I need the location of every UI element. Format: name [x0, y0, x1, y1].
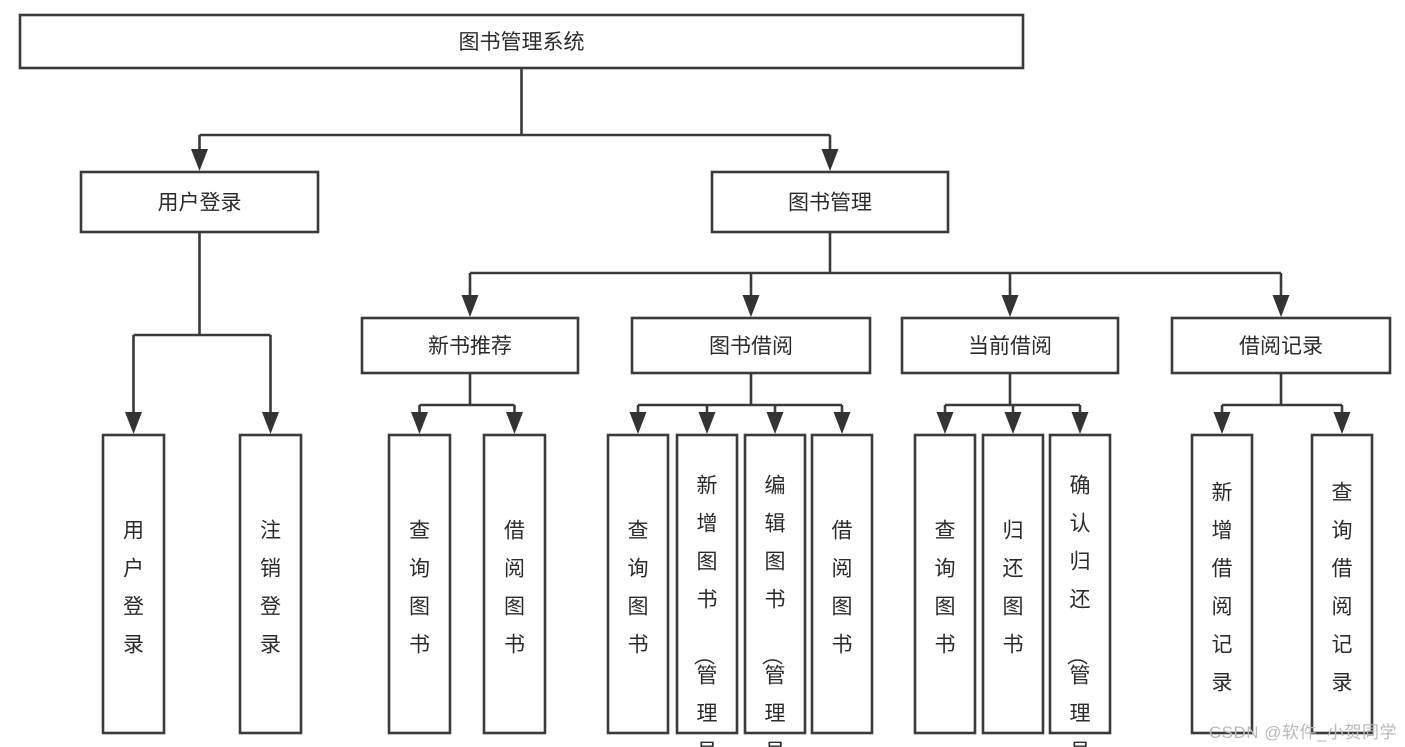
- arrowhead-icon: [821, 149, 839, 171]
- node-label: 新增图书（管理员）: [692, 475, 718, 747]
- arrowhead-icon: [766, 412, 784, 434]
- node-label: 注销登录: [260, 520, 281, 657]
- node-l3_3[interactable]: 借阅图书: [482, 433, 547, 735]
- arrowhead-icon: [1004, 412, 1022, 434]
- node-l1_0[interactable]: 用户登录: [79, 170, 320, 234]
- node-label: 归还图书: [1003, 520, 1024, 657]
- node-box: [981, 433, 1045, 735]
- connector-layer: [125, 68, 1351, 434]
- node-l3_2[interactable]: 查询图书: [387, 433, 452, 735]
- node-label: 用户登录: [123, 520, 144, 657]
- watermark-text: CSDN @软件_小贺同学: [1208, 723, 1397, 742]
- node-l3_7[interactable]: 借阅图书: [810, 433, 874, 735]
- node-box: [1310, 433, 1374, 735]
- node-label: 当前借阅: [968, 335, 1052, 358]
- node-box: [18, 13, 1025, 70]
- node-box: [238, 433, 303, 735]
- arrowhead-icon: [191, 149, 208, 171]
- node-l3_10[interactable]: 确认归还（管理员）: [1048, 433, 1112, 747]
- node-l3_5[interactable]: 新增图书（管理员）: [675, 433, 739, 747]
- arrowhead-icon: [1272, 295, 1290, 317]
- node-l2_3[interactable]: 借阅记录: [1170, 316, 1392, 375]
- node-l3_11[interactable]: 新增借阅记录: [1190, 433, 1254, 735]
- node-l2_1[interactable]: 图书借阅: [630, 316, 872, 375]
- node-label: 图书管理系统: [459, 31, 585, 54]
- node-box: [101, 433, 166, 735]
- node-l2_2[interactable]: 当前借阅: [900, 316, 1120, 375]
- arrowhead-icon: [1213, 412, 1231, 434]
- node-box: [606, 433, 670, 735]
- arrowhead-icon: [629, 412, 647, 434]
- node-box: [630, 316, 872, 375]
- arrowhead-icon: [1071, 412, 1089, 434]
- node-l2_0[interactable]: 新书推荐: [360, 316, 580, 375]
- node-label: 新书推荐: [428, 335, 512, 358]
- node-box: [387, 433, 452, 735]
- node-box: [810, 433, 874, 735]
- node-l3_0[interactable]: 用户登录: [101, 433, 166, 735]
- node-label: 编辑图书（管理员）: [760, 475, 786, 747]
- node-label: 图书借阅: [709, 335, 793, 358]
- node-box: [1048, 433, 1112, 735]
- node-label: 借阅图书: [504, 520, 525, 657]
- node-l3_8[interactable]: 查询图书: [913, 433, 977, 735]
- node-label: 借阅图书: [832, 520, 853, 657]
- node-box: [913, 433, 977, 735]
- node-label: 查询图书: [409, 520, 430, 657]
- arrowhead-icon: [506, 412, 523, 434]
- node-label: 用户登录: [158, 192, 242, 215]
- node-label: 查询图书: [628, 520, 649, 657]
- node-label: 图书管理: [788, 192, 872, 215]
- node-l3_4[interactable]: 查询图书: [606, 433, 670, 735]
- node-box: [900, 316, 1120, 375]
- arrowhead-icon: [461, 295, 479, 317]
- node-box: [360, 316, 580, 375]
- node-box: [743, 433, 807, 735]
- arrowhead-icon: [411, 412, 428, 434]
- node-label: 查询图书: [935, 520, 956, 657]
- node-l1_1[interactable]: 图书管理: [710, 170, 950, 234]
- arrowhead-icon: [262, 412, 279, 434]
- node-label: 确认归还（管理员）: [1065, 475, 1091, 747]
- node-l3_9[interactable]: 归还图书: [981, 433, 1045, 735]
- arrowhead-icon: [698, 412, 716, 434]
- arrowhead-icon: [742, 295, 760, 317]
- arrowhead-icon: [125, 412, 142, 434]
- node-root[interactable]: 图书管理系统: [18, 13, 1025, 70]
- node-label: 借阅记录: [1239, 335, 1323, 358]
- arrowhead-icon: [833, 412, 851, 434]
- node-label: 查询借阅记录: [1332, 482, 1353, 695]
- node-l3_6[interactable]: 编辑图书（管理员）: [743, 433, 807, 747]
- arrowhead-icon: [1001, 295, 1019, 317]
- node-box: [482, 433, 547, 735]
- node-l3_1[interactable]: 注销登录: [238, 433, 303, 735]
- node-l3_12[interactable]: 查询借阅记录: [1310, 433, 1374, 735]
- arrowhead-icon: [936, 412, 954, 434]
- node-box: [710, 170, 950, 234]
- node-label: 新增借阅记录: [1212, 482, 1233, 695]
- node-box: [675, 433, 739, 735]
- node-box: [1190, 433, 1254, 735]
- node-box: [1170, 316, 1392, 375]
- arrowhead-icon: [1333, 412, 1351, 434]
- node-layer: 图书管理系统用户登录图书管理新书推荐图书借阅当前借阅借阅记录用户登录注销登录查询…: [18, 13, 1392, 747]
- node-box: [79, 170, 320, 234]
